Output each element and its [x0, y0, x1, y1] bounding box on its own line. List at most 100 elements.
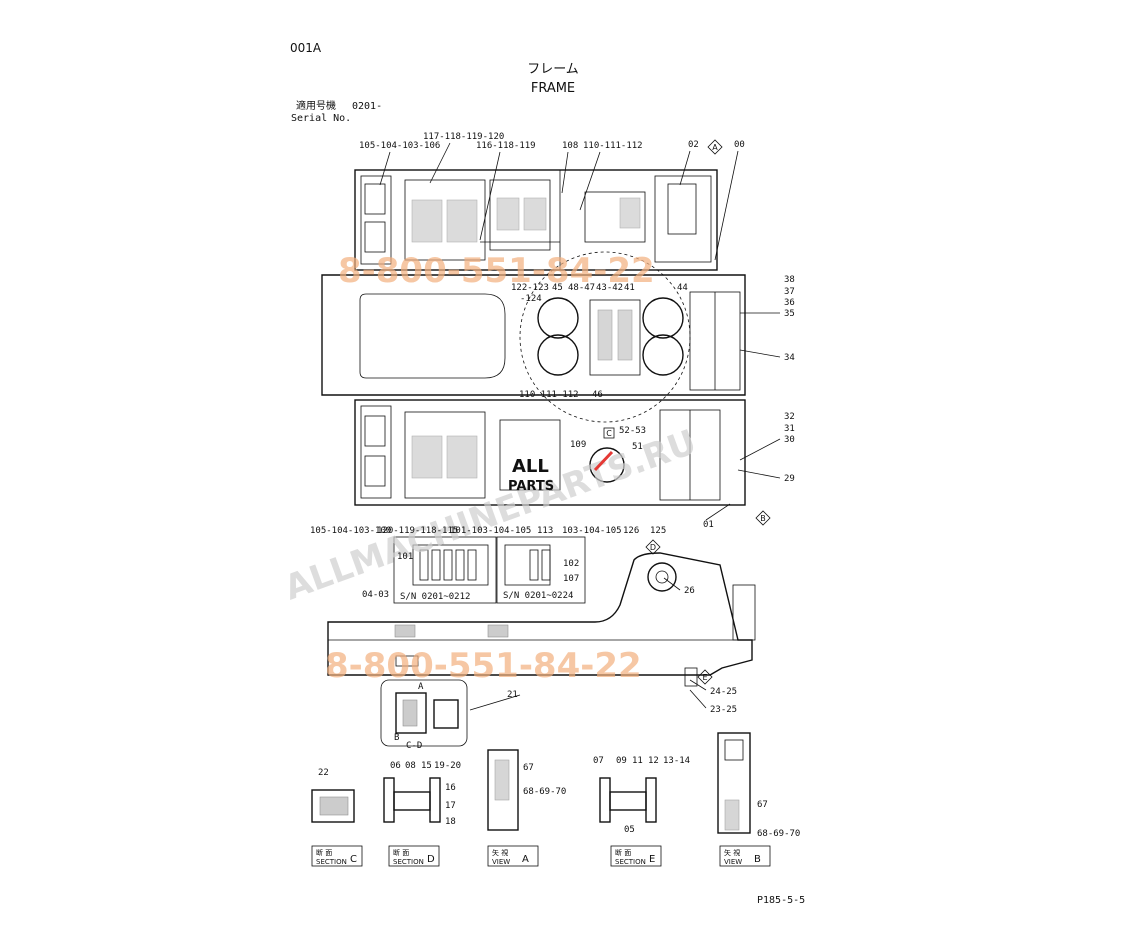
callout: 117-118-119-120 — [423, 132, 504, 142]
svg-text:E: E — [702, 673, 707, 682]
svg-text:断 面: 断 面 — [615, 848, 631, 857]
svg-text:VIEW: VIEW — [492, 858, 510, 866]
view-label-b: 矢 視 VIEW B — [719, 845, 771, 867]
callout: 68-69-70 — [523, 787, 566, 797]
callout: 32 — [784, 412, 795, 422]
section-d-drawing — [383, 777, 395, 823]
view-label-a: 矢 視 VIEW A — [487, 845, 539, 867]
view-a-drawing — [487, 749, 519, 831]
sheet-id: 001A — [290, 41, 322, 55]
callout: 105-104-103-106 — [359, 141, 440, 151]
callout: 102 — [563, 559, 579, 569]
callout: 17 — [445, 801, 456, 811]
svg-text:断 面: 断 面 — [316, 848, 332, 857]
callout: 51 — [632, 442, 643, 452]
callout: 45 — [552, 283, 563, 293]
callout: 29 — [784, 474, 795, 484]
callout: 101-103-104-105 — [450, 526, 531, 536]
callout: 05 — [624, 825, 635, 835]
callout: 37 — [784, 287, 795, 297]
callout: 00 — [734, 140, 745, 150]
view-marker-e: E — [697, 669, 713, 685]
callout: 09 — [616, 756, 627, 766]
callout: 44 — [677, 283, 688, 293]
watermark-logo-line1: ALL — [512, 456, 549, 477]
callout: 105-104-103-100 — [310, 526, 391, 536]
svg-text:A: A — [522, 854, 529, 865]
callout: 31 — [784, 424, 795, 434]
callout: 67 — [757, 800, 768, 810]
svg-text:D: D — [650, 543, 656, 552]
callout: 41 — [624, 283, 635, 293]
callout: 101 — [397, 552, 413, 562]
section-label-d: 断 面 SECTION D — [388, 845, 440, 867]
center-opening — [359, 293, 506, 379]
watermark-phone-bottom: 8-800-551-84-22 — [325, 646, 642, 686]
callout: S/N 0201~0224 — [503, 591, 573, 601]
callout: 110-111-112 — [519, 390, 579, 400]
title-en: FRAME — [531, 81, 575, 96]
svg-text:B: B — [754, 854, 761, 865]
side-view — [327, 552, 756, 711]
callout: 48-47 — [568, 283, 595, 293]
section-drawings — [311, 732, 751, 834]
callout: 43-42 — [596, 283, 623, 293]
detail-box-0212 — [393, 536, 497, 604]
callout-labels: 105-104-103-106 117-118-119-120 116-118-… — [310, 132, 800, 839]
callout: C-D — [406, 741, 422, 751]
callout: 01 — [703, 520, 714, 530]
svg-text:矢 視: 矢 視 — [724, 848, 740, 857]
callout: 46 — [592, 390, 603, 400]
callout: 15 — [421, 761, 432, 771]
detail-box-0224 — [496, 536, 586, 604]
svg-text:A: A — [712, 143, 718, 152]
callout: 103-104-105 — [562, 526, 622, 536]
callout: 13-14 — [663, 756, 690, 766]
lower-track-frame — [354, 399, 746, 506]
callout: 68-69-70 — [757, 829, 800, 839]
callout: 30 — [784, 435, 795, 445]
leader-lines — [379, 142, 781, 709]
watermark-logo-line2: PARTS — [508, 479, 554, 494]
callout: -124 — [520, 294, 542, 304]
section-c-drawing — [311, 789, 355, 823]
svg-text:断 面: 断 面 — [393, 848, 409, 857]
view-marker-b: B — [755, 510, 771, 526]
center-carbody — [321, 274, 746, 396]
section-e-drawing — [599, 777, 611, 823]
callout: 126 — [623, 526, 639, 536]
callout: 12 — [648, 756, 659, 766]
callout: 23-25 — [710, 705, 737, 715]
svg-text:SECTION: SECTION — [393, 858, 424, 866]
callout: 36 — [784, 298, 795, 308]
svg-text:SECTION: SECTION — [615, 858, 646, 866]
serial-value: 0201- — [352, 101, 382, 112]
svg-text:E: E — [649, 854, 655, 865]
view-b-drawing — [717, 732, 751, 834]
callout: 18 — [445, 817, 456, 827]
title-jp: フレーム — [527, 62, 579, 77]
svg-text:SECTION: SECTION — [316, 858, 347, 866]
callout: 113 — [537, 526, 553, 536]
callout: 11 — [632, 756, 643, 766]
callout: 08 — [405, 761, 416, 771]
svg-text:C: C — [350, 854, 357, 865]
watermark-phone-top: 8-800-551-84-22 — [338, 251, 655, 291]
callout: S/N 0201~0212 — [400, 592, 470, 602]
view-marker-a: A — [707, 139, 723, 155]
callout: 34 — [784, 353, 795, 363]
callout: 116-118-119 — [476, 141, 536, 151]
callout: 122-123 — [511, 283, 549, 293]
serial-jp-label: 適用号機 — [296, 99, 336, 112]
callout: 38 — [784, 275, 795, 285]
svg-text:B: B — [760, 514, 766, 523]
detail-c-d — [380, 679, 468, 747]
section-label-e: 断 面 SECTION E — [610, 845, 662, 867]
callout: 04-03 — [362, 590, 389, 600]
svg-text:C: C — [606, 429, 612, 438]
callout: 07 — [593, 756, 604, 766]
callout: 52-53 — [619, 426, 646, 436]
callout: 22 — [318, 768, 329, 778]
callout: B — [394, 733, 399, 743]
view-marker-d: D — [645, 539, 661, 555]
